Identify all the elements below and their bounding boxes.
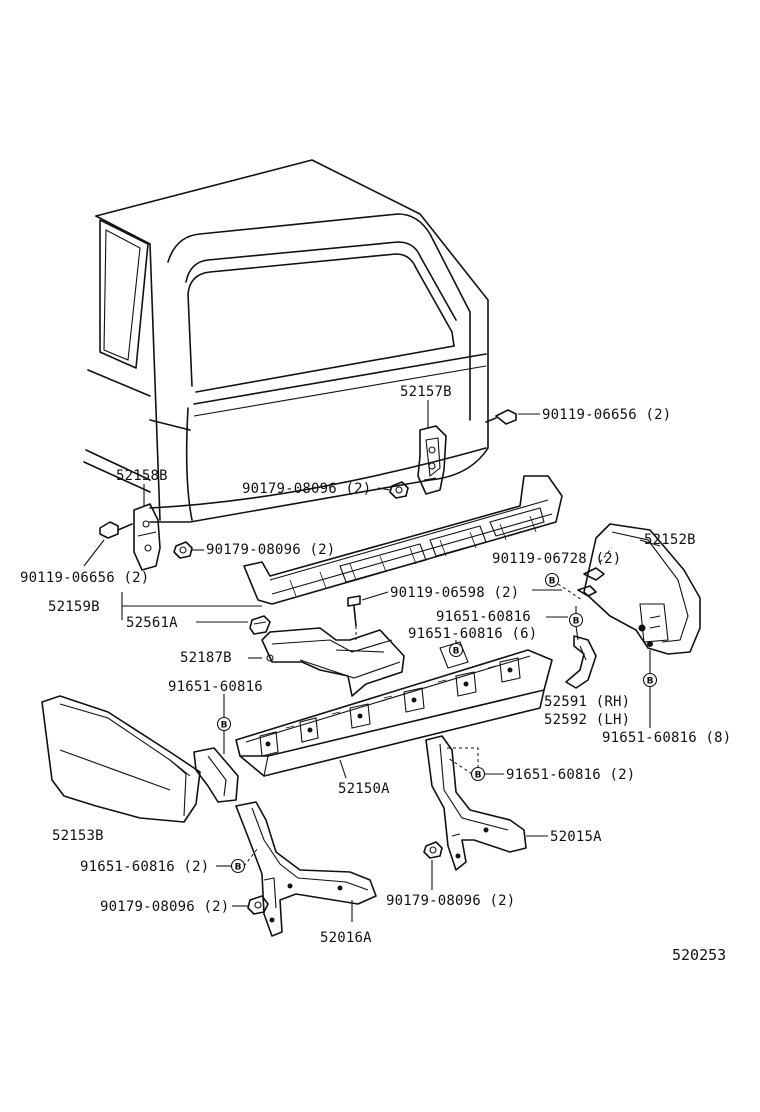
- callout-52150a: 52150A: [338, 781, 390, 797]
- clip-marker-b-6: B: [470, 766, 486, 782]
- retainer-52591-52592: [565, 635, 597, 689]
- clip-marker-b-2: B: [568, 612, 584, 628]
- clip-marker-b-1: B: [544, 572, 560, 588]
- callout-90119-06598: 90119-06598 (2): [390, 585, 519, 601]
- callout-52561a: 52561A: [126, 615, 178, 631]
- stay-52016a: [235, 801, 377, 937]
- svg-text:B: B: [573, 617, 580, 627]
- nut-90179-08096-lower-right: [423, 841, 443, 859]
- bracket-52187b: [261, 627, 405, 697]
- callout-91651-60816-2-right: 91651-60816 (2): [506, 767, 635, 783]
- screw-90119-06598: [347, 595, 361, 627]
- nut-90179-08096-left: [173, 541, 193, 559]
- svg-text:B: B: [453, 647, 460, 657]
- end-cap-52153b: [41, 695, 201, 823]
- end-cap-52152b: [583, 523, 701, 655]
- bolt-90119-06656-right: [485, 409, 517, 425]
- clip-marker-b-4: B: [642, 672, 658, 688]
- clip-marker-b-3: B: [448, 642, 464, 658]
- leader-90119-06598: [361, 591, 389, 601]
- clip-marker-b-7: B: [230, 858, 246, 874]
- bolt-90119-06656-left: [99, 521, 133, 539]
- callout-90179-08096-lower-left: 90179-08096 (2): [100, 899, 229, 915]
- nut-90179-08096-lower-left: [247, 895, 269, 915]
- svg-text:B: B: [221, 721, 228, 731]
- callout-52152b: 52152B: [644, 532, 696, 548]
- leader-52152b: [639, 539, 661, 547]
- leader-52150a: [339, 759, 347, 779]
- callout-90119-06656-right: 90119-06656 (2): [542, 407, 671, 423]
- bracket-52159b-52561a-leader: [121, 592, 262, 623]
- callout-91651-60816-2-left: 91651-60816 (2): [80, 859, 209, 875]
- guide-90119-06728: [557, 583, 583, 601]
- bracket-52158b: [133, 503, 161, 571]
- callout-90179-08096-center: 90179-08096 (2): [242, 481, 371, 497]
- nut-90179-08096-center: [389, 481, 409, 499]
- callout-91651-60816-top: 91651-60816: [436, 609, 531, 625]
- callout-90179-08096-lower-right: 90179-08096 (2): [386, 893, 515, 909]
- callout-90119-06728: 90119-06728 (2): [492, 551, 621, 567]
- bracket-left-hanger: [193, 747, 239, 803]
- callout-90119-06656-left: 90119-06656 (2): [20, 570, 149, 586]
- diagram-number: 520253: [672, 946, 726, 964]
- callout-90179-08096-left: 90179-08096 (2): [206, 542, 335, 558]
- callout-52153b: 52153B: [52, 828, 104, 844]
- callout-52592-lh: 52592 (LH): [544, 712, 630, 728]
- leader-90179-08096-center: [377, 487, 391, 491]
- step-pad-52159b: [243, 475, 563, 605]
- callout-91651-60816-8: 91651-60816 (8): [602, 730, 731, 746]
- bracket-52157b: [417, 425, 447, 495]
- reinforcement-52150a: [235, 641, 553, 777]
- svg-text:B: B: [647, 677, 654, 687]
- svg-text:B: B: [475, 771, 482, 781]
- stay-52015a: [425, 735, 527, 871]
- callout-91651-60816-left: 91651-60816: [168, 679, 263, 695]
- vehicle-body-outline: [83, 159, 489, 523]
- callout-52157b: 52157B: [400, 384, 452, 400]
- callout-91651-60816-6: 91651-60816 (6): [408, 626, 537, 642]
- bolt-90119-06728: [577, 567, 605, 597]
- callout-52187b: 52187B: [180, 650, 232, 666]
- callout-52159b: 52159B: [48, 599, 100, 615]
- leader-90119-06656-left: [83, 539, 105, 567]
- callout-52016a: 52016A: [320, 930, 372, 946]
- callout-52158b: 52158B: [116, 468, 168, 484]
- clip-marker-leaders: [216, 589, 651, 867]
- clip-52561a: [249, 615, 271, 635]
- callout-52591-rh: 52591 (RH): [544, 694, 630, 710]
- callout-52015a: 52015A: [550, 829, 602, 845]
- svg-text:B: B: [235, 863, 242, 873]
- svg-text:B: B: [549, 577, 556, 587]
- clip-marker-b-5: B: [216, 716, 232, 732]
